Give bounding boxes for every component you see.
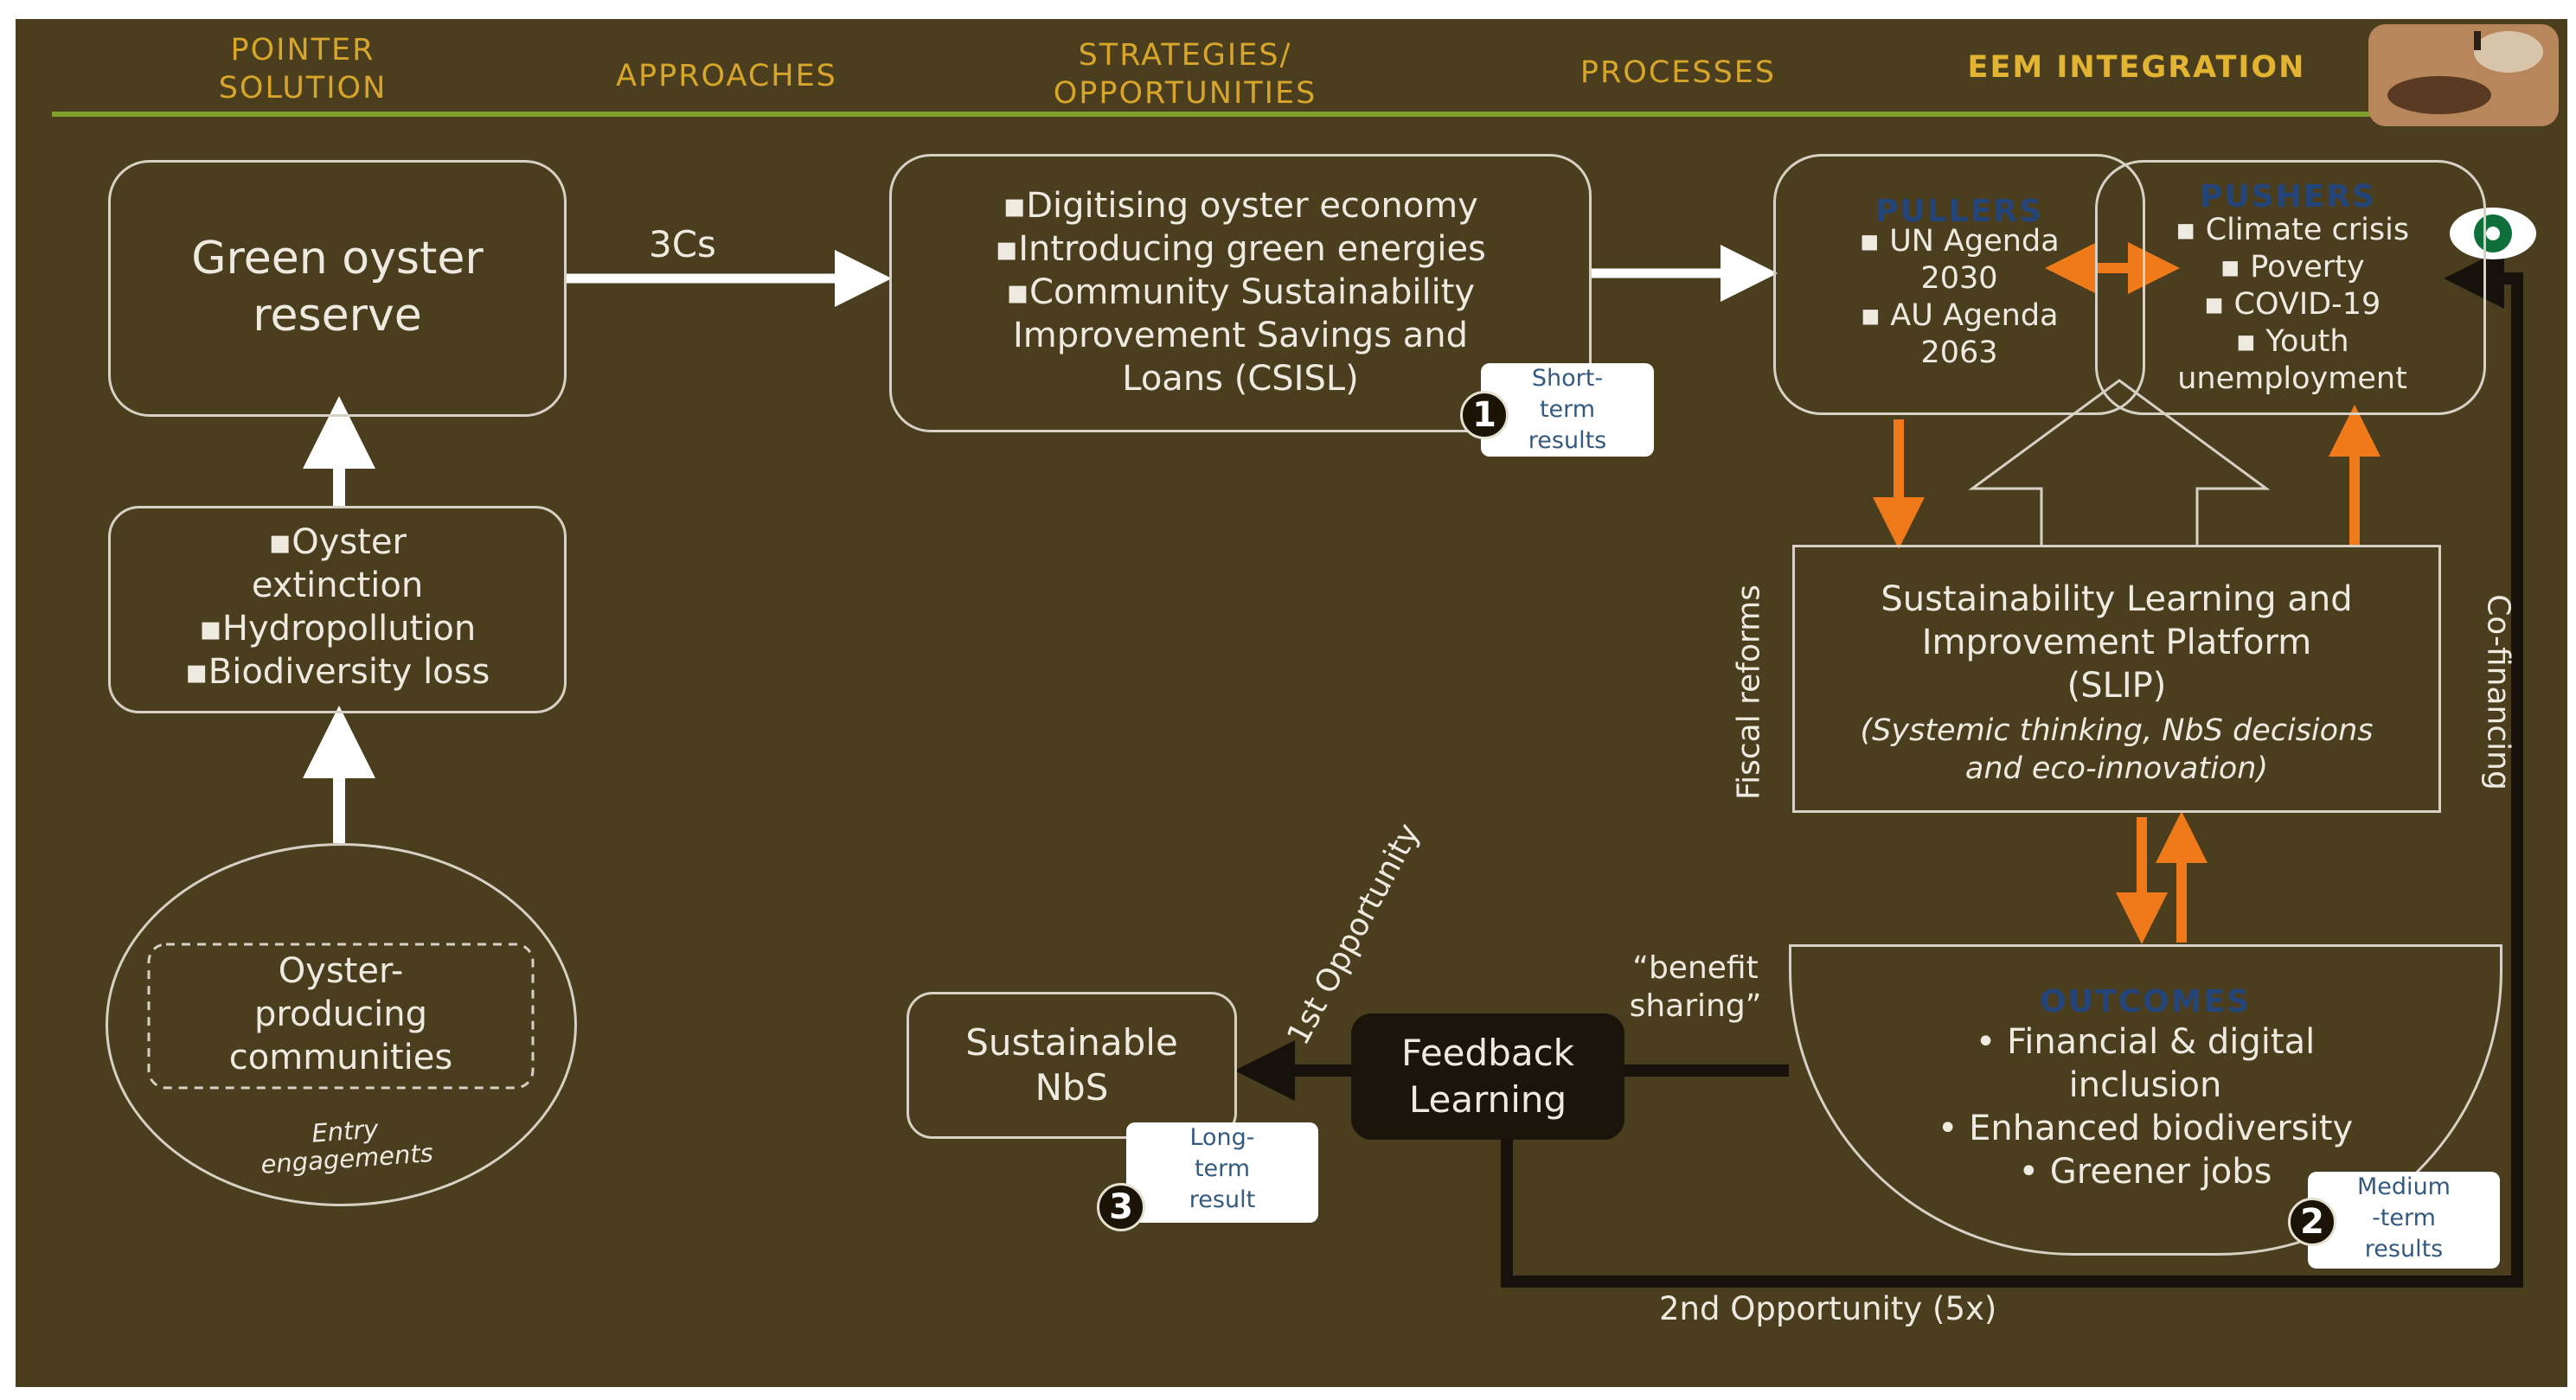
header-strategies: STRATEGIES/ OPPORTUNITIES — [1053, 38, 1317, 111]
strategies-list: ▪Digitising oyster economy ▪Introducing … — [995, 186, 1486, 399]
badge-long-term: Long- term result — [1126, 1122, 1318, 1223]
slip-title: Sustainability Learning and Improvement … — [1881, 579, 2353, 706]
label-co-financing: Co-financing — [2480, 594, 2516, 790]
communities-circle — [106, 843, 577, 1206]
strategies-box: ▪Digitising oyster economy ▪Introducing … — [889, 154, 1592, 432]
label-second-opportunity: 2nd Opportunity (5x) — [1659, 1290, 1997, 1327]
badge-long-term-number: 3 — [1097, 1183, 1145, 1231]
threats-box: ▪Oyster extinction ▪Hydropollution ▪Biod… — [108, 506, 567, 713]
header-pointer-solution: POINTER SOLUTION — [218, 33, 388, 105]
pullers-title: PULLERS — [1875, 194, 2043, 229]
badge-medium-term: Medium -term results — [2308, 1172, 2500, 1269]
pushers-list: ▪ Climate crisis ▪ Poverty ▪ COVID-19 ▪ … — [2175, 213, 2410, 396]
edge-label-3cs: 3Cs — [649, 223, 716, 265]
communities-label: Oyster- producing communities — [228, 951, 453, 1077]
eem-logo-image — [2368, 24, 2559, 126]
slip-subtitle: (Systemic thinking, NbS decisions and ec… — [1860, 713, 2374, 786]
reserve-label: Green oyster reserve — [191, 233, 484, 342]
reserve-box: Green oyster reserve — [108, 160, 567, 417]
pushers-title: PUSHERS — [2200, 179, 2376, 214]
label-benefit-sharing: “benefit sharing” — [1629, 950, 1762, 1024]
pullers-list: ▪ UN Agenda 2030 ▪ AU Agenda 2063 — [1859, 224, 2060, 370]
slip-box: Sustainability Learning and Improvement … — [1792, 545, 2441, 813]
threats-list: ▪Oyster extinction ▪Hydropollution ▪Biod… — [184, 522, 490, 692]
nbs-label: Sustainable NbS — [965, 1021, 1178, 1109]
header-processes: PROCESSES — [1580, 55, 1777, 90]
badge-medium-term-number: 2 — [2288, 1198, 2336, 1246]
outcomes-title: OUTCOMES — [2040, 984, 2251, 1020]
feedback-box: Feedback Learning — [1351, 1013, 1624, 1140]
badge-short-term: Short- term results — [1481, 363, 1654, 457]
badge-short-term-number: 1 — [1460, 391, 1509, 439]
path-second-opportunity — [1501, 248, 2523, 1288]
pullers-box — [1773, 154, 2145, 415]
header-approaches: APPROACHES — [616, 59, 837, 93]
pushers-box — [2095, 160, 2486, 415]
feedback-label: Feedback Learning — [1400, 1032, 1574, 1121]
label-fiscal-reforms: Fiscal reforms — [1731, 585, 1767, 800]
header-eem-integration: EEM INTEGRATION — [1967, 50, 2306, 85]
outcomes-list: • Financial & digital inclusion • Enhanc… — [1937, 1022, 2354, 1192]
nbs-box: Sustainable NbS — [907, 992, 1237, 1139]
